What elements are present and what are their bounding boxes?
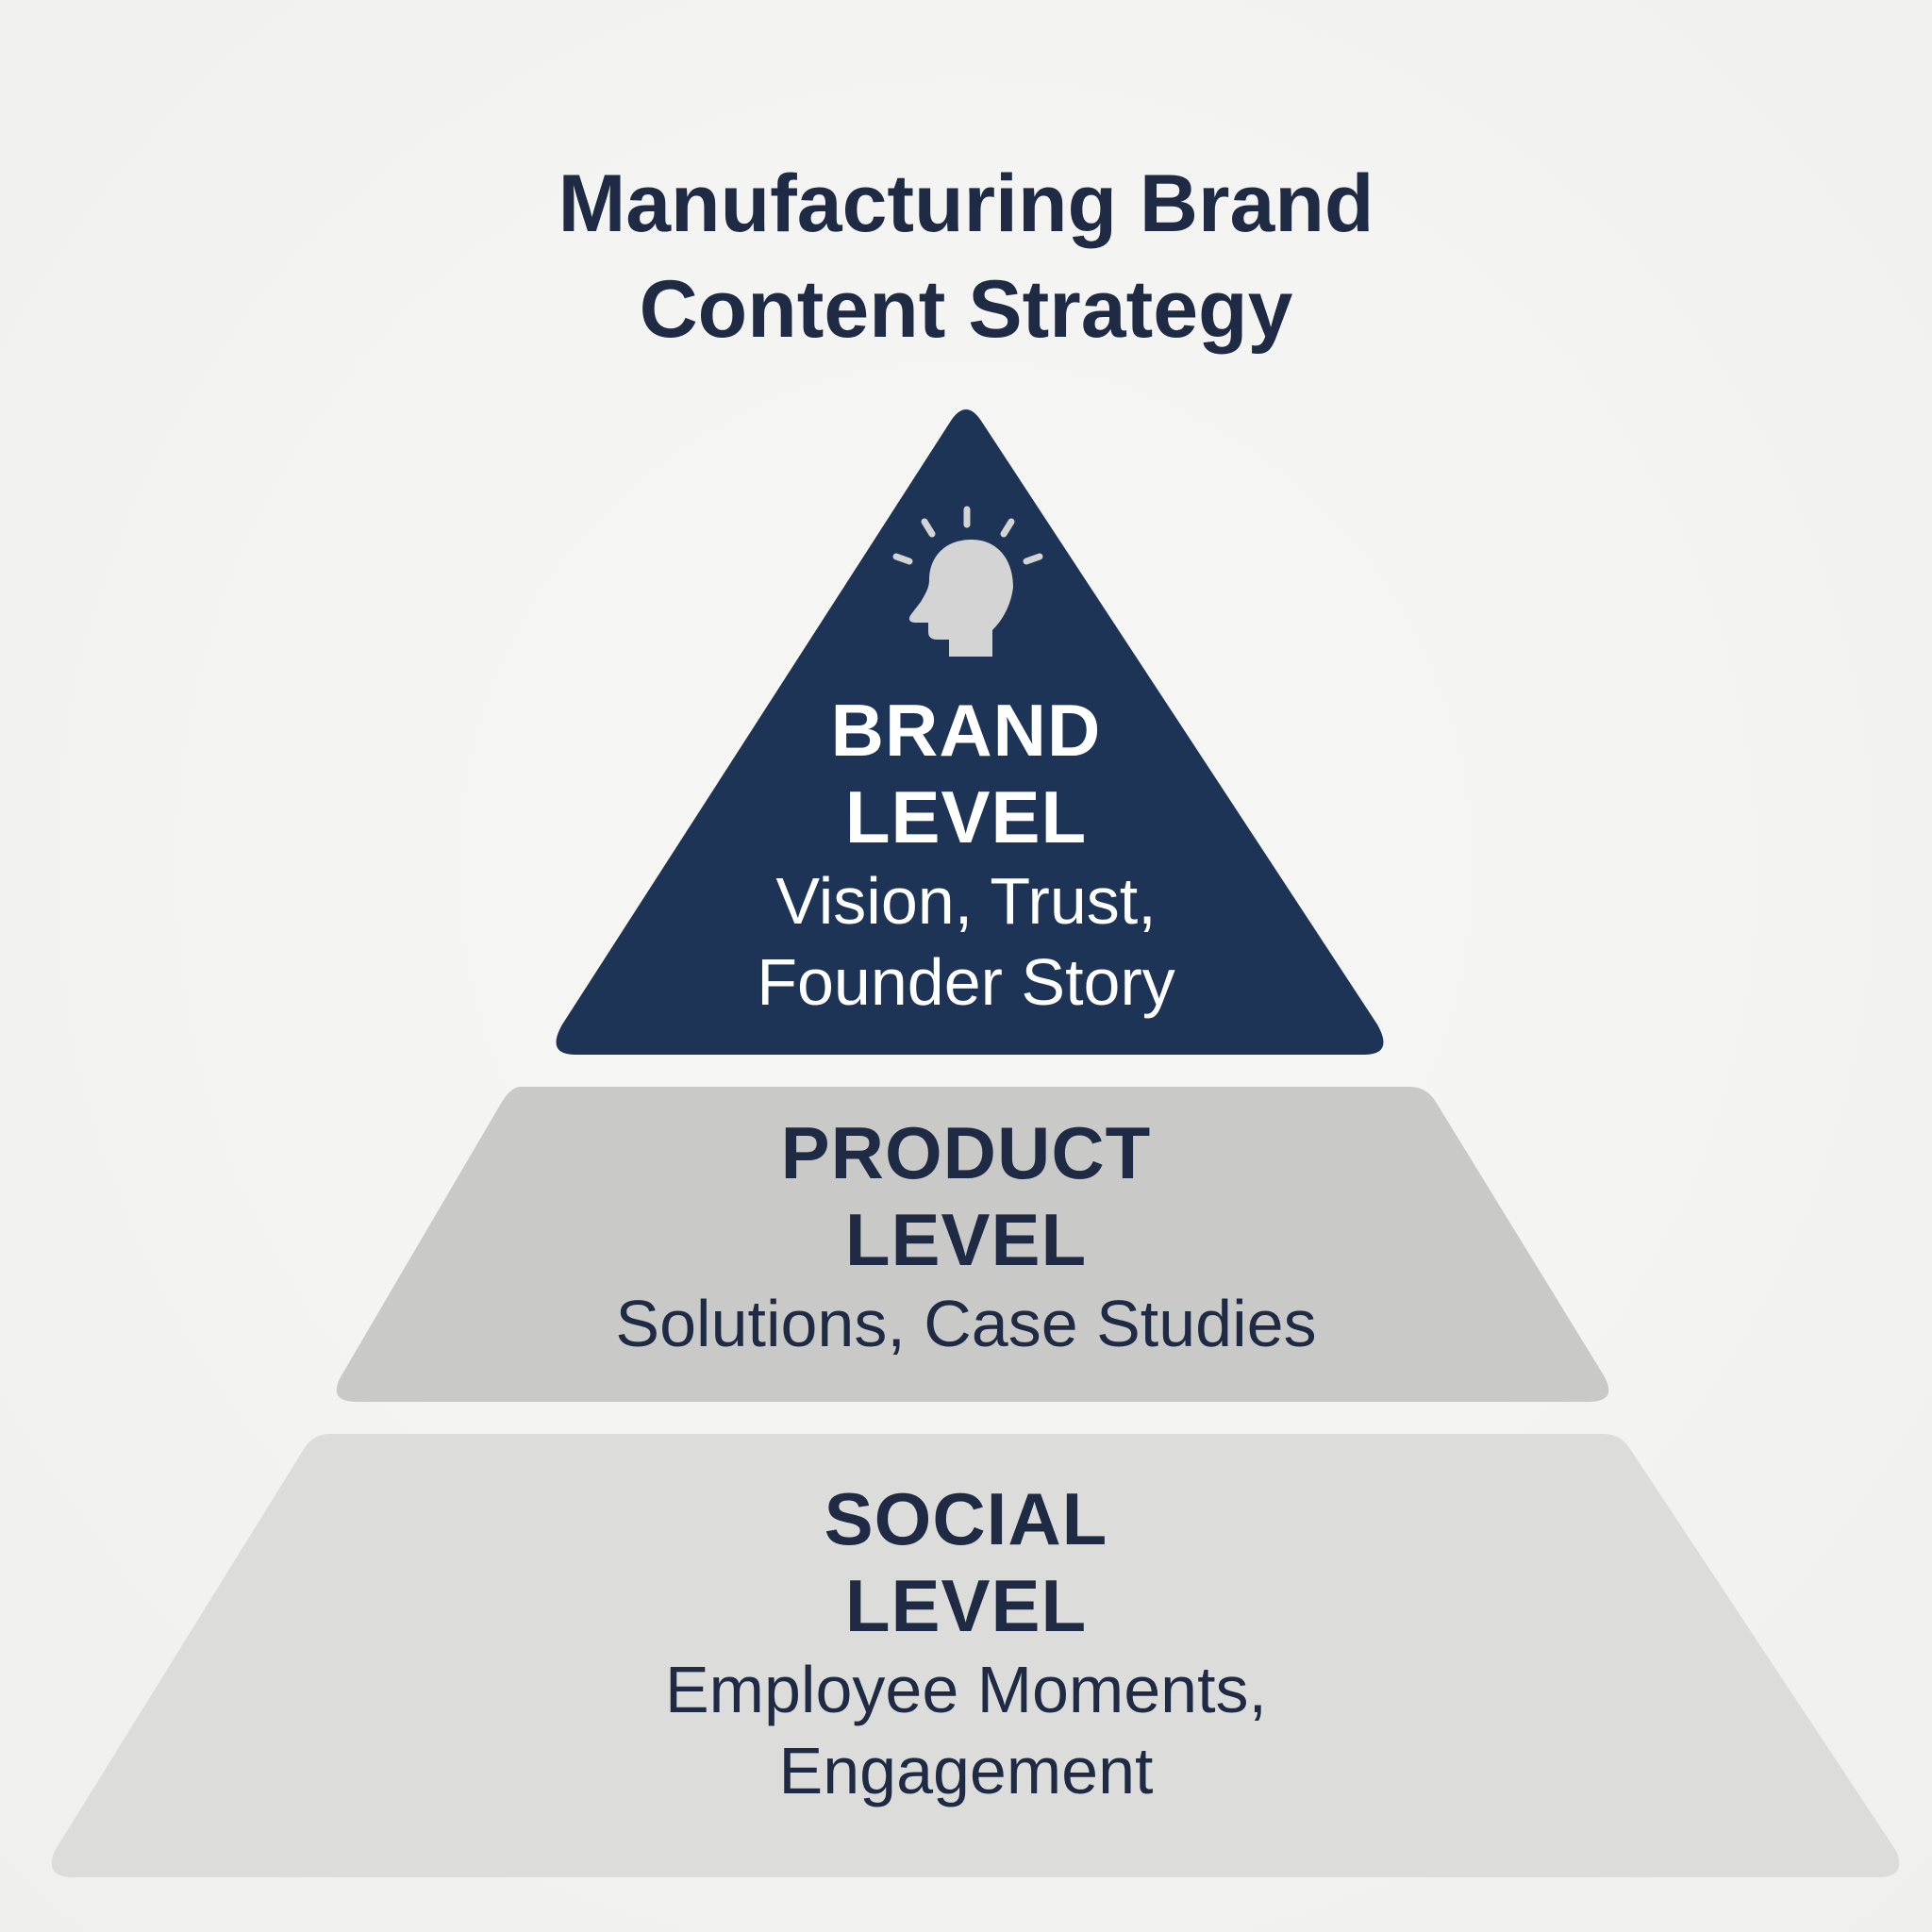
- brand-heading-line-2: LEVEL: [844, 775, 1088, 858]
- product-heading-line-1: PRODUCT: [780, 1111, 1152, 1194]
- product-desc-line-1: Solutions, Case Studies: [615, 1287, 1317, 1360]
- brand-level-label: BRAND LEVEL Vision, Trust, Founder Story: [0, 687, 1932, 1023]
- head-idea-icon: [892, 506, 1043, 657]
- social-heading-line-2: LEVEL: [844, 1564, 1088, 1647]
- social-level-tier: [51, 1434, 1900, 1877]
- product-level-tier: [336, 1087, 1609, 1402]
- brand-heading-line-1: BRAND: [830, 689, 1102, 772]
- brand-level-tier: [556, 409, 1384, 1055]
- title-line-1: Manufacturing Brand: [558, 158, 1374, 249]
- social-heading-line-1: SOCIAL: [824, 1477, 1108, 1560]
- brand-desc-line-2: Founder Story: [757, 945, 1175, 1019]
- diagram-title: Manufacturing Brand Content Strategy: [0, 151, 1932, 362]
- product-level-label: PRODUCT LEVEL Solutions, Case Studies: [0, 1109, 1932, 1364]
- product-heading-line-2: LEVEL: [844, 1198, 1088, 1281]
- brand-desc-line-1: Vision, Trust,: [775, 864, 1157, 938]
- social-desc-line-1: Employee Moments,: [664, 1653, 1268, 1726]
- title-line-2: Content Strategy: [639, 264, 1293, 355]
- social-desc-line-2: Engagement: [778, 1734, 1154, 1807]
- social-level-label: SOCIAL LEVEL Employee Moments, Engagemen…: [0, 1475, 1932, 1811]
